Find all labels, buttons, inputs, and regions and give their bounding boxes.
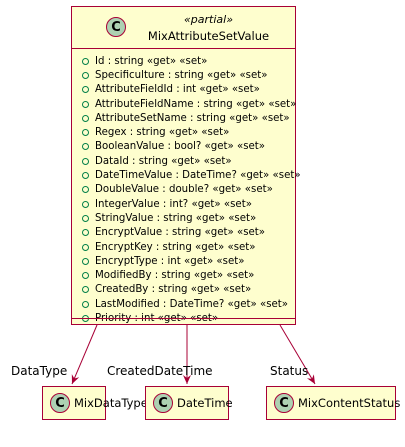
public-visibility-icon [82,200,89,208]
attribute-row: Regex : string «get» «set» [82,125,301,139]
class-header: C «partial» MixAttributeSetValue [72,7,295,49]
attribute-text: Regex : string «get» «set» [95,127,230,139]
attribute-row: EncryptKey : string «get» «set» [82,240,301,254]
attribute-text: LastModified : DateTime? «get» «set» [95,298,288,310]
edge-label-createddatetime: CreatedDateTime [107,364,213,378]
edge-label-datatype: DataType [11,364,68,378]
edge-label-status: Status [270,364,309,378]
attribute-text: IntegerValue : int? «get» «set» [95,198,252,210]
public-visibility-icon [82,186,89,194]
class-datetime: C DateTime [145,386,233,420]
class-mixcontentstatus: C MixContentStatus [266,386,400,420]
public-visibility-icon [82,229,89,237]
public-visibility-icon [82,143,89,151]
attribute-text: EncryptKey : string «get» «set» [95,241,256,253]
attribute-row: DoubleValue : double? «get» «set» [82,183,301,197]
edge-status [279,324,316,385]
attribute-row: ModifiedBy : string «get» «set» [82,268,301,282]
attribute-row: Id : string «get» «set» [82,54,301,68]
attribute-text: ModifiedBy : string «get» «set» [95,270,255,282]
attribute-row: DateTimeValue : DateTime? «get» «set» [82,168,301,182]
public-visibility-icon [82,286,89,294]
public-visibility-icon [82,86,89,94]
class-stereotype: «partial» [184,13,233,26]
attribute-row: LastModified : DateTime? «get» «set» [82,297,301,311]
attribute-row: BooleanValue : bool? «get» «set» [82,140,301,154]
public-visibility-icon [82,243,89,251]
attribute-row: EncryptValue : string «get» «set» [82,226,301,240]
class-c-icon: C [106,17,126,37]
attribute-text: EncryptValue : string «get» «set» [95,227,266,239]
public-visibility-icon [82,129,89,137]
class-name: MixAttributeSetValue [147,29,270,43]
class-mixdatatype: C MixDataType [42,386,148,420]
class-mixattributesetvalue: C «partial» MixAttributeSetValue Id : st… [71,6,301,325]
public-visibility-icon [82,114,89,122]
class-name: DateTime [177,396,233,410]
class-c-icon: C [274,393,294,413]
attribute-text: DateTimeValue : DateTime? «get» «set» [95,170,301,182]
attribute-text: EncryptType : int «get» «set» [95,255,245,267]
methods-separator [72,318,295,319]
public-visibility-icon [82,272,89,280]
public-visibility-icon [82,157,89,165]
attribute-row: AttributeFieldName : string «get» «set» [82,97,301,111]
attribute-text: Specificulture : string «get» «set» [95,69,268,81]
public-visibility-icon [82,214,89,222]
class-name: MixDataType [74,396,148,410]
public-visibility-icon [82,257,89,265]
public-visibility-icon [82,71,89,79]
attribute-text: AttributeSetName : string «get» «set» [95,112,290,124]
class-c-icon: C [50,393,70,413]
attribute-text: DataId : string «get» «set» [95,155,232,167]
public-visibility-icon [82,172,89,180]
attribute-row: StringValue : string «get» «set» [82,211,301,225]
attribute-row: AttributeSetName : string «get» «set» [82,111,301,125]
class-name: MixContentStatus [298,396,401,410]
attribute-row: EncryptType : int «get» «set» [82,254,301,268]
public-visibility-icon [82,57,89,65]
attribute-row: IntegerValue : int? «get» «set» [82,197,301,211]
attribute-row: DataId : string «get» «set» [82,154,301,168]
attribute-row: CreatedBy : string «get» «set» [82,283,301,297]
attribute-text: AttributeFieldName : string «get» «set» [95,98,297,110]
class-c-icon: C [153,393,173,413]
attribute-text: DoubleValue : double? «get» «set» [95,184,273,196]
attribute-text: BooleanValue : bool? «get» «set» [95,141,266,153]
attribute-row: Specificulture : string «get» «set» [82,68,301,82]
public-visibility-icon [82,100,89,108]
attribute-row: AttributeFieldId : int «get» «set» [82,83,301,97]
attribute-text: AttributeFieldId : int «get» «set» [95,84,260,96]
edge-datatype [71,324,98,385]
attribute-text: Id : string «get» «set» [95,55,208,67]
public-visibility-icon [82,300,89,308]
attribute-list: Id : string «get» «set» Specificulture : … [82,54,301,326]
attribute-text: StringValue : string «get» «set» [95,212,257,224]
attribute-text: CreatedBy : string «get» «set» [95,284,252,296]
